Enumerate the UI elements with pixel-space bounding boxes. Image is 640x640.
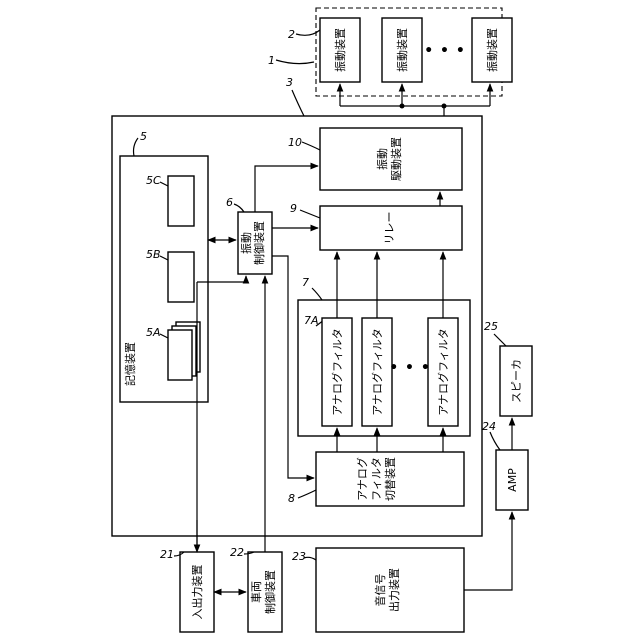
ref-5c: 5C bbox=[146, 174, 161, 187]
storage-5c-box bbox=[168, 176, 194, 226]
ref-25: 25 bbox=[484, 320, 498, 333]
speaker-label: スピーカ bbox=[510, 359, 523, 403]
relay-label: リレー bbox=[383, 212, 396, 245]
filter-switch-label-3: 切替装置 bbox=[383, 457, 397, 501]
ref-25-leader bbox=[494, 334, 506, 346]
sound-output-label-1: 音信号 bbox=[373, 574, 387, 607]
storage-label: 記憶装置 bbox=[123, 342, 137, 386]
ref-1-leader bbox=[276, 60, 314, 64]
ref-3: 3 bbox=[286, 76, 293, 89]
analog-filter-label: アナログフィルタ bbox=[330, 328, 344, 416]
ref-24: 24 bbox=[482, 420, 496, 433]
vibrator-unit-2: 振動装置 bbox=[382, 18, 422, 82]
vibrator-unit-n: 振動装置 bbox=[472, 18, 512, 82]
bus-junction bbox=[442, 104, 447, 109]
ref-10: 10 bbox=[288, 136, 302, 149]
filter-switch-label-1: アナログ bbox=[355, 457, 369, 501]
filter-switch-label-2: フィルタ bbox=[370, 457, 383, 501]
vehicle-control-label-1: 車両 bbox=[249, 581, 263, 603]
storage-5b-box bbox=[168, 252, 194, 302]
vibration-drive-label-2: 駆動装置 bbox=[389, 137, 403, 181]
vibration-control-label-2: 制御装置 bbox=[252, 221, 266, 265]
amp-label: AMP bbox=[506, 468, 519, 492]
analog-filter-label: アナログフィルタ bbox=[370, 328, 384, 416]
analog-filter-ellipsis: • • • bbox=[389, 360, 431, 376]
ref-3-leader bbox=[292, 90, 304, 116]
vehicle-control-label-2: 制御装置 bbox=[263, 570, 277, 614]
ref-2: 2 bbox=[288, 28, 295, 41]
ref-22: 22 bbox=[230, 546, 244, 559]
vibrator-ellipsis: • • • bbox=[424, 43, 466, 59]
vibration-drive-label-1: 振動 bbox=[375, 148, 389, 170]
ref-24-leader bbox=[490, 432, 500, 450]
ref-23: 23 bbox=[292, 550, 306, 563]
ref-9: 9 bbox=[290, 202, 297, 215]
ref-6: 6 bbox=[226, 196, 233, 209]
ref-7: 7 bbox=[302, 276, 309, 289]
vibrator-label: 振動装置 bbox=[333, 28, 347, 72]
vibration-control-label-1: 振動 bbox=[239, 232, 253, 254]
bus-junction bbox=[400, 104, 405, 109]
vibrator-label: 振動装置 bbox=[395, 28, 409, 72]
ref-1: 1 bbox=[268, 54, 275, 67]
vibrator-label: 振動装置 bbox=[485, 28, 499, 72]
vibrator-unit-1: 振動装置 bbox=[320, 18, 360, 82]
ref-5b: 5B bbox=[146, 248, 161, 261]
ref-21: 21 bbox=[160, 548, 174, 561]
io-device-label: 入出力装置 bbox=[190, 565, 204, 620]
ref-5a: 5A bbox=[146, 326, 161, 339]
ref-5: 5 bbox=[140, 130, 147, 143]
storage-5a-box bbox=[168, 330, 192, 380]
sound-output-label-2: 出力装置 bbox=[387, 568, 401, 612]
ref-8: 8 bbox=[288, 492, 295, 505]
analog-filter-label: アナログフィルタ bbox=[436, 328, 450, 416]
